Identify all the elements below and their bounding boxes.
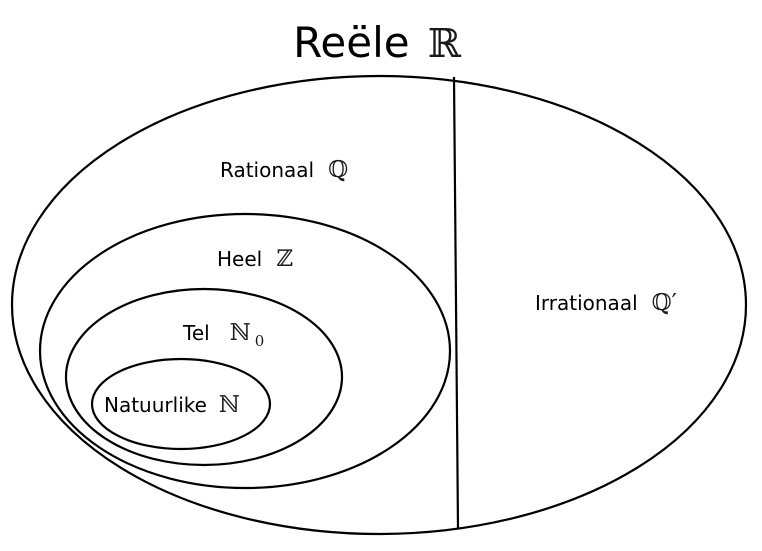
irrational-label-text: Irrationaal [535, 291, 638, 315]
title-text: Reële [293, 18, 409, 67]
integers-symbol: ℤ [276, 246, 293, 272]
integers-label: Heel ℤ [217, 246, 293, 272]
rational-irrational-divider [452, 76, 460, 530]
whole-numbers-label: Tel ℕ 0 [182, 320, 264, 350]
rational-symbol: ℚ [328, 157, 348, 183]
natural-numbers-label-text: Natuurlike [104, 393, 207, 417]
diagram-title: Reële ℝ [293, 18, 461, 67]
natural-numbers-ellipse [90, 357, 272, 451]
real-numbers-ellipse [10, 74, 748, 536]
integers-ellipse [38, 212, 452, 490]
natural-numbers-label: Natuurlike ℕ [104, 392, 240, 418]
irrational-symbol: ℚ′ [652, 290, 677, 316]
rational-label: Rationaal ℚ [220, 157, 348, 183]
whole-numbers-subscript: 0 [255, 332, 265, 350]
natural-numbers-symbol: ℕ [219, 392, 240, 418]
whole-numbers-label-text: Tel [182, 321, 210, 345]
whole-numbers-ellipse [64, 287, 344, 467]
real-numbers-symbol: ℝ [428, 21, 462, 67]
irrational-label: Irrationaal ℚ′ [535, 290, 677, 316]
rational-label-text: Rationaal [220, 158, 314, 182]
whole-numbers-symbol: ℕ [230, 320, 251, 346]
integers-label-text: Heel [217, 247, 262, 271]
